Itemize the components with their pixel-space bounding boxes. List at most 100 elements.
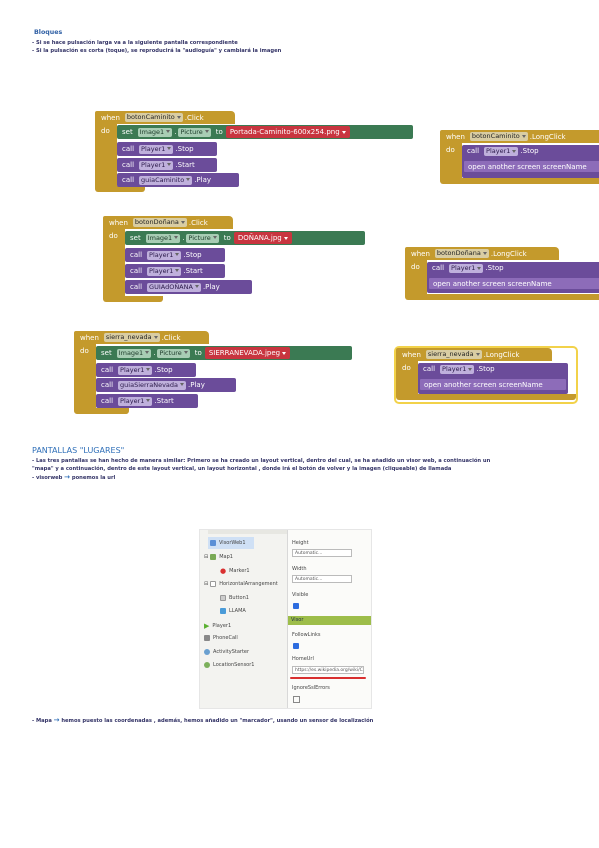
event-header: when botonDoñana .Click <box>103 216 233 229</box>
tree-item-llama[interactable]: LLAMA <box>220 608 246 614</box>
player-dropdown[interactable]: Player1 <box>449 264 484 273</box>
player-dropdown[interactable]: Player1 <box>118 396 153 406</box>
player-name: Player1 <box>149 266 174 275</box>
component-dropdown[interactable]: botonCaminito <box>124 113 183 122</box>
do-label: do <box>402 364 411 372</box>
call-label: call <box>130 267 143 275</box>
tree-item-map[interactable]: ⊟ Map1 <box>204 554 233 560</box>
call-start-row[interactable]: call Player1 .Start <box>117 158 217 172</box>
do-label: do <box>446 146 455 154</box>
component-dropdown[interactable]: sierra_nevada <box>103 333 160 342</box>
property-dropdown[interactable]: Picture <box>178 127 211 137</box>
image-filename-dropdown[interactable]: DOÑANA.jpg <box>233 232 292 244</box>
player-dropdown[interactable]: Player1 <box>147 266 182 276</box>
component-name: botonCaminito <box>126 113 175 121</box>
width-field[interactable]: Automatic... <box>292 575 352 583</box>
property-dropdown[interactable]: Picture <box>186 233 219 243</box>
call-stop-row[interactable]: call Player1 .Stop <box>96 363 196 377</box>
tree-item-location[interactable]: LocationSensor1 <box>204 662 254 668</box>
component-name: botonDoñana <box>134 218 179 226</box>
component-dropdown[interactable]: botonDoñana <box>434 249 489 258</box>
event-header: when sierra_nevada .LongClick <box>396 348 552 361</box>
event-header: when botonCaminito .Click <box>95 111 235 124</box>
block-sierra-longclick[interactable]: when sierra_nevada .LongClick do call Pl… <box>394 346 578 404</box>
player-name: Player1 <box>120 396 145 405</box>
visible-checkbox[interactable] <box>293 603 299 609</box>
tree-item-marker[interactable]: ● Marker1 <box>220 567 250 575</box>
ignoressl-checkbox[interactable] <box>293 696 300 703</box>
component-name: sierra_nevada <box>427 350 474 358</box>
tree-label: LocationSensor1 <box>213 662 255 668</box>
player-name: Player1 <box>120 365 145 374</box>
section-line-3: - visorweb → ponemos la url <box>32 474 115 482</box>
call-play-row[interactable]: call guiaSierraNevada .Play <box>96 378 236 392</box>
image-name: Image1 <box>139 127 165 136</box>
set-picture-row[interactable]: set Image1 . Picture to DOÑANA.jpg <box>125 231 365 245</box>
followlinks-checkbox[interactable] <box>293 643 299 649</box>
collapse-icon[interactable]: ⊟ <box>204 554 209 560</box>
when-label: when <box>446 132 465 141</box>
image-dropdown[interactable]: Image1 <box>116 348 152 358</box>
tree-selection <box>208 537 254 549</box>
call-label: call <box>130 251 143 259</box>
guide-dropdown[interactable]: guiaSierraNevada <box>118 380 187 390</box>
followlinks-label: FollowLinks <box>292 632 321 638</box>
tree-item-visorweb[interactable]: VisorWeb1 <box>210 540 246 546</box>
component-dropdown[interactable]: botonCaminito <box>469 132 528 141</box>
event-name: .Click <box>184 113 204 122</box>
player-dropdown[interactable]: Player1 <box>139 160 174 170</box>
image-filename-dropdown[interactable]: Portada-Caminito-600x254.png <box>225 126 350 138</box>
start-method: .Start <box>175 161 195 169</box>
call-start-row[interactable]: call Player1 .Start <box>125 264 225 278</box>
tree-item-player[interactable]: ▶ Player1 <box>204 622 231 630</box>
call-label: call <box>423 365 436 373</box>
block-caminito-longclick: when botonCaminito .LongClick do call Pl… <box>440 130 599 188</box>
homeurl-field[interactable]: https://es.wikipedia.org/wiki/Caminito <box>292 666 364 674</box>
tree-label: HorizontalArrangement <box>219 581 278 587</box>
set-picture-row[interactable]: set Image1 . Picture to Portada-Caminito… <box>117 125 413 139</box>
property-dropdown[interactable]: Picture <box>157 348 190 358</box>
guide-name: GUIAdOÑANA <box>149 282 193 291</box>
open-screen-block[interactable]: open another screen screenName <box>464 161 599 172</box>
event-name: .Click <box>161 333 181 342</box>
guide-dropdown[interactable]: guiaCaminito <box>139 175 193 185</box>
collapse-icon[interactable]: ⊟ <box>204 581 209 587</box>
group-label: Visor <box>291 617 304 623</box>
tree-label: VisorWeb1 <box>219 540 246 546</box>
set-label: set <box>130 234 141 242</box>
call-play-row[interactable]: call GUIAdOÑANA .Play <box>125 280 252 294</box>
player-dropdown[interactable]: Player1 <box>484 147 519 156</box>
property-name: Picture <box>180 127 203 136</box>
call-play-row[interactable]: call guiaCaminito .Play <box>117 173 239 187</box>
tree-top-edge <box>208 530 287 534</box>
image-filename-dropdown[interactable]: SIERRANEVADA.jpeg <box>204 347 291 359</box>
player-name: Player1 <box>141 144 166 153</box>
player-dropdown[interactable]: Player1 <box>147 250 182 260</box>
call-label: call <box>122 176 135 184</box>
tree-item-phonecall[interactable]: PhoneCall <box>204 635 238 641</box>
properties-panel: Height Automatic... Width Automatic... V… <box>287 530 371 708</box>
guide-name: guiaSierraNevada <box>120 380 179 389</box>
set-picture-row[interactable]: set Image1 . Picture to SIERRANEVADA.jpe… <box>96 346 352 360</box>
play-method: .Play <box>202 283 220 291</box>
player-dropdown[interactable]: Player1 <box>440 365 475 374</box>
height-field[interactable]: Automatic... <box>292 549 352 557</box>
guide-dropdown[interactable]: GUIAdOÑANA <box>147 282 201 292</box>
visorweb-label: - visorweb <box>32 475 63 481</box>
image-dropdown[interactable]: Image1 <box>137 127 173 137</box>
component-dropdown[interactable]: sierra_nevada <box>425 350 482 359</box>
call-start-row[interactable]: call Player1 .Start <box>96 394 198 408</box>
do-label: do <box>80 347 89 355</box>
tree-item-button[interactable]: Button1 <box>220 595 249 601</box>
player-dropdown[interactable]: Player1 <box>118 365 153 375</box>
call-stop-row[interactable]: call Player1 .Stop <box>117 142 217 156</box>
open-screen-block[interactable]: open another screen screenName <box>420 379 566 390</box>
call-stop-row[interactable]: call Player1 .Stop <box>125 248 225 262</box>
component-dropdown[interactable]: botonDoñana <box>132 218 187 227</box>
open-screen-block[interactable]: open another screen screenName <box>429 278 599 289</box>
image-dropdown[interactable]: Image1 <box>145 233 181 243</box>
tree-item-activitystarter[interactable]: ActivityStarter <box>204 649 249 655</box>
player-dropdown[interactable]: Player1 <box>139 144 174 154</box>
tree-item-horizontal[interactable]: ⊟ HorizontalArrangement <box>204 581 278 587</box>
event-header: when botonDoñana .LongClick <box>405 247 559 260</box>
